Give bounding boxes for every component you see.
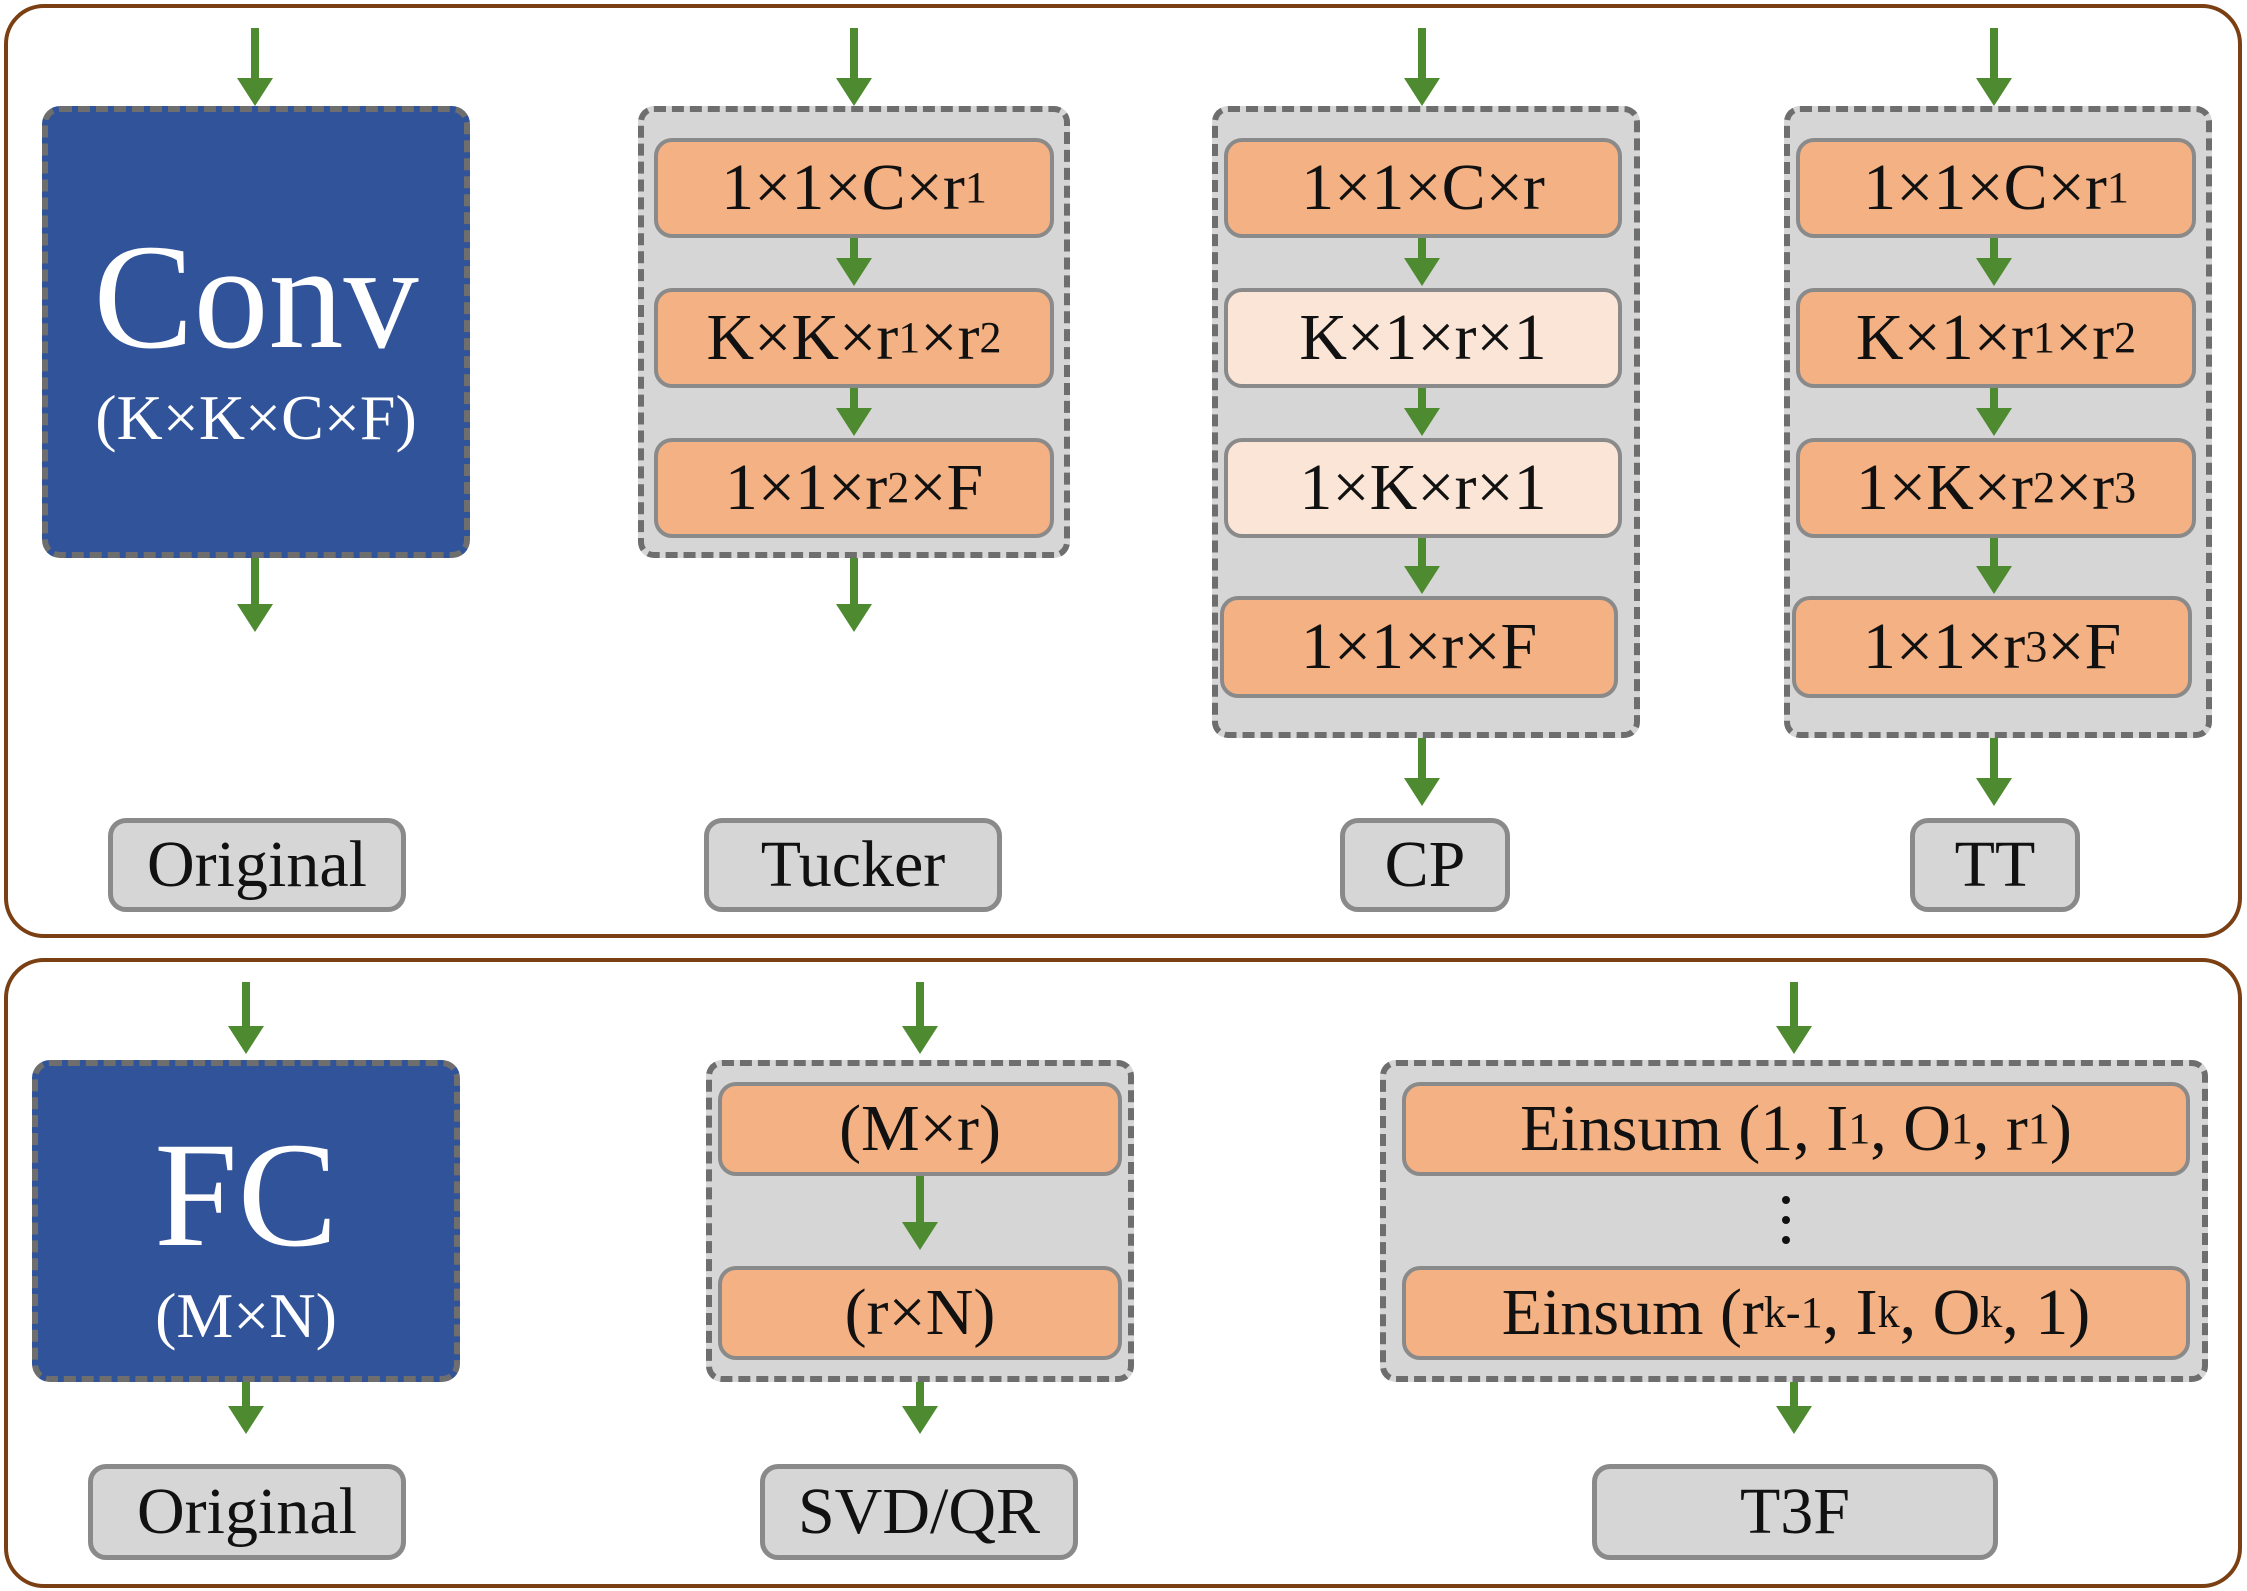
cp-factor-3: 1×K×r×1 [1224, 438, 1622, 538]
cp-factor-2: K×1×r×1 [1224, 288, 1622, 388]
svd-label: SVD/QR [760, 1464, 1078, 1560]
cp-label: CP [1340, 818, 1510, 912]
cp-factor-1: 1×1×C×r [1224, 138, 1622, 238]
conv-shape: (K×K×C×F) [95, 382, 417, 453]
t3f-ellipsis [1782, 1184, 1790, 1256]
cp-factor-4: 1×1×r×F [1220, 596, 1618, 698]
conv-original-label: Original [108, 818, 406, 912]
conv-title: Conv [93, 214, 419, 380]
tucker-label: Tucker [704, 818, 1002, 912]
tt-label: TT [1910, 818, 2080, 912]
svd-factor-1: (M×r) [718, 1082, 1122, 1176]
conv-original-block: Conv (K×K×C×F) [42, 106, 470, 558]
fc-original-label: Original [88, 1464, 406, 1560]
svd-factor-2: (r×N) [718, 1266, 1122, 1360]
t3f-label: T3F [1592, 1464, 1998, 1560]
fc-shape: (M×N) [155, 1280, 337, 1351]
fc-original-block: FC (M×N) [32, 1060, 460, 1382]
fc-title: FC [154, 1112, 338, 1278]
